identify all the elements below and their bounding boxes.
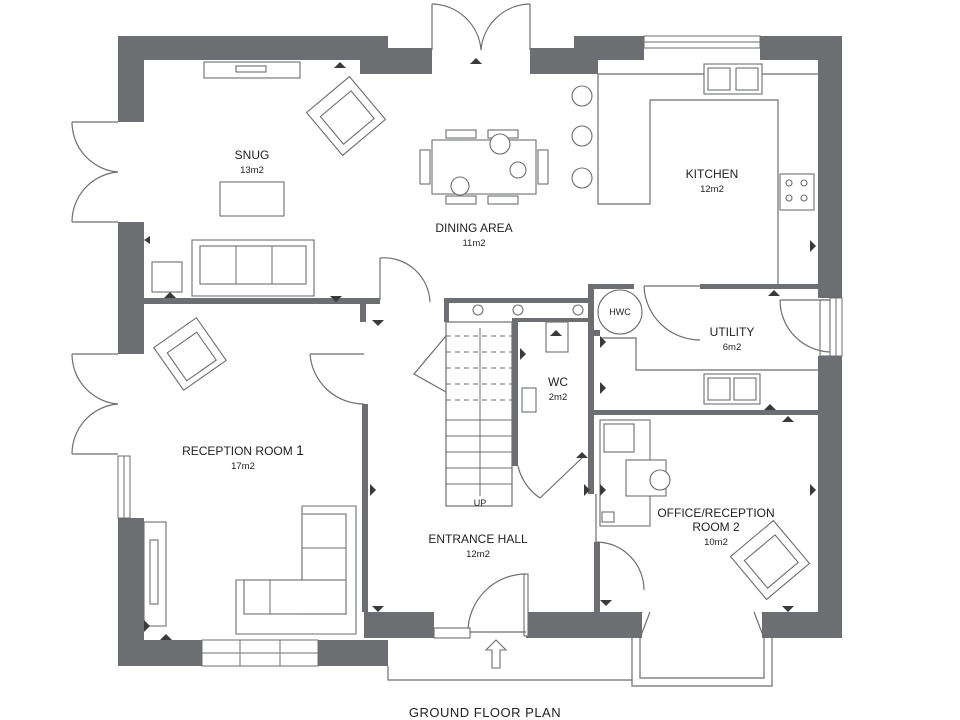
kitchen-label: KITCHEN bbox=[686, 167, 739, 181]
snug-area: 13m2 bbox=[240, 165, 264, 176]
room-labels: SNUG 13m2 DINING AREA 11m2 KITCHEN 12m2 … bbox=[182, 148, 775, 720]
doors bbox=[71, 3, 831, 681]
kitchen-area: 12m2 bbox=[700, 184, 724, 195]
reception1-area: 17m2 bbox=[231, 461, 255, 472]
windows bbox=[117, 35, 843, 687]
entrance-label: ENTRANCE HALL bbox=[428, 532, 528, 546]
dining-furniture bbox=[419, 85, 593, 205]
office-furniture bbox=[599, 419, 811, 601]
plan-title: GROUND FLOOR PLAN bbox=[409, 705, 561, 720]
utility-area: 6m2 bbox=[723, 342, 741, 353]
office-label-line2: ROOM 2 bbox=[692, 520, 740, 534]
stairs-up-label: UP bbox=[474, 498, 487, 508]
stairs bbox=[445, 304, 584, 507]
wc-label: WC bbox=[548, 375, 568, 389]
internal-walls bbox=[144, 284, 840, 612]
snug-label: SNUG bbox=[235, 148, 270, 162]
reception1-furniture bbox=[143, 317, 357, 635]
dining-area: 11m2 bbox=[462, 238, 485, 249]
reception1-label: RECEPTION ROOM 1 bbox=[182, 442, 304, 458]
kitchen-furniture bbox=[597, 63, 818, 284]
dining-label: DINING AREA bbox=[435, 221, 512, 235]
utility-label: UTILITY bbox=[710, 325, 755, 339]
wall-markers bbox=[144, 58, 816, 640]
utility-furniture bbox=[597, 289, 818, 405]
entrance-area: 12m2 bbox=[466, 549, 490, 560]
outer-walls bbox=[118, 36, 842, 666]
snug-furniture bbox=[151, 61, 387, 297]
hwc-label: HWC bbox=[609, 307, 631, 317]
wc-area: 2m2 bbox=[549, 392, 567, 403]
office-area: 10m2 bbox=[704, 537, 728, 548]
office-label-line1: OFFICE/RECEPTION bbox=[657, 506, 774, 520]
